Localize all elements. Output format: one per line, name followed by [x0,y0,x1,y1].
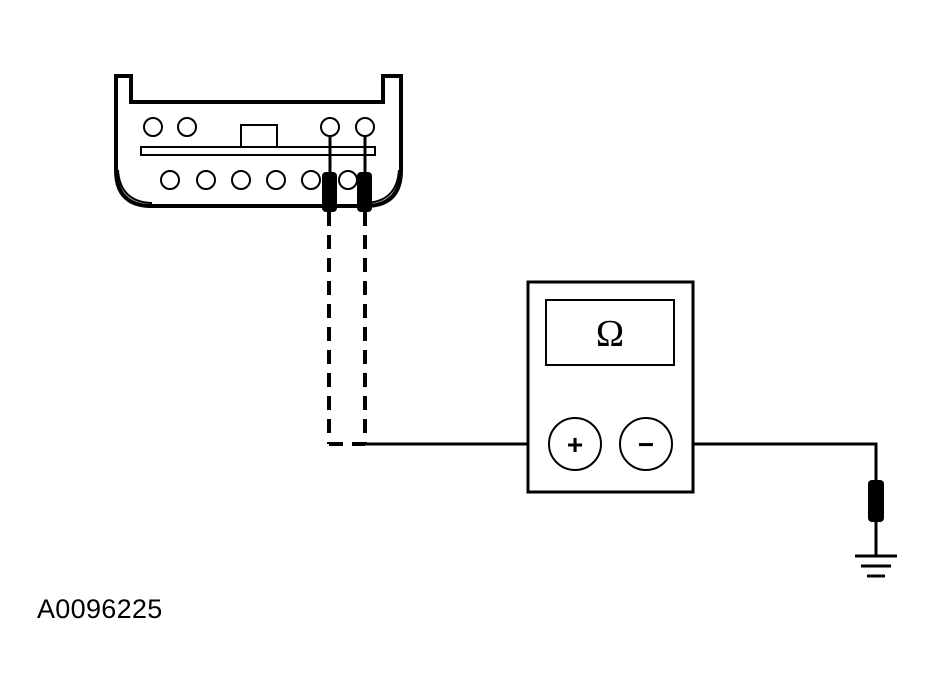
figure-id: A0096225 [37,594,163,624]
connector-pin [266,170,286,190]
probe-tips [322,172,372,212]
ohm-symbol: Ω [596,313,624,355]
connector-pin [231,170,251,190]
connector-pin [196,170,216,190]
ground-probe-tip [868,480,884,522]
dashed-leads [327,212,367,446]
connector-pin [320,117,340,137]
probe-tip-left [322,172,337,212]
probe-tip-right [357,172,372,212]
connector-pin [355,117,375,137]
negative-terminal [619,417,673,471]
connector-pin [160,170,180,190]
connector-separator [140,146,376,156]
multimeter: Ω + − [526,280,695,494]
connector-inner-edge [117,169,400,204]
probe-wires [328,136,367,176]
connector-pin [143,117,163,137]
positive-terminal [548,417,602,471]
connector [114,74,403,208]
negative-terminal-symbol: − [638,429,654,460]
connector-latch [240,124,278,148]
solid-leads [365,442,878,556]
positive-terminal-symbol: + [567,429,583,460]
connector-housing [114,74,403,208]
connector-pin [177,117,197,137]
multimeter-display [545,299,675,366]
ground-symbol [855,554,897,578]
connector-pin [338,170,358,190]
connector-pin [301,170,321,190]
